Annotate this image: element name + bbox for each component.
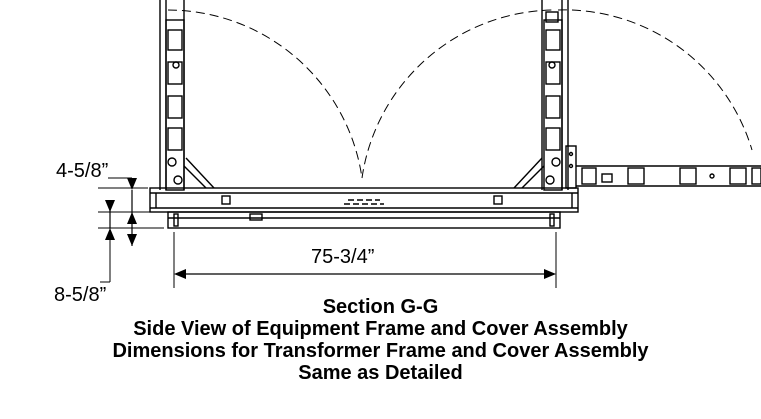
base-cover: [149, 187, 579, 229]
dim-arrow-bottom-up: [105, 228, 115, 240]
caption-line-4: Same as Detailed: [298, 362, 463, 384]
caption-line-2: Side View of Equipment Frame and Cover A…: [133, 318, 628, 340]
dim-arrow-top-down: [127, 178, 137, 190]
figure-caption: Section G-G Side View of Equipment Frame…: [0, 296, 761, 384]
dim-arrow-bottom-down: [127, 234, 137, 246]
opened-door-panel: [565, 145, 761, 189]
dim-arrow-top-up: [127, 212, 137, 224]
section-drawing: [98, 0, 761, 288]
dim-arrow-width-right: [544, 269, 556, 279]
dim-label-75-3-4: 75-3/4”: [311, 246, 375, 268]
left-frame-post: [159, 0, 215, 191]
right-frame-post: [513, 0, 569, 191]
right-door-swing-arc-left: [361, 9, 557, 179]
left-door-swing-arc: [167, 9, 363, 179]
caption-section-title: Section G-G: [322, 296, 439, 318]
dim-label-4-5-8: 4-5/8”: [56, 160, 109, 182]
dim-label-8-5-8: 8-5/8”: [54, 284, 107, 306]
width-dimension: [173, 232, 557, 288]
dim-arrow-mid-down: [105, 200, 115, 212]
caption-line-3: Dimensions for Transformer Frame and Cov…: [112, 340, 649, 362]
right-door-swing-arc-right: [557, 9, 753, 151]
dim-arrow-width-left: [174, 269, 186, 279]
